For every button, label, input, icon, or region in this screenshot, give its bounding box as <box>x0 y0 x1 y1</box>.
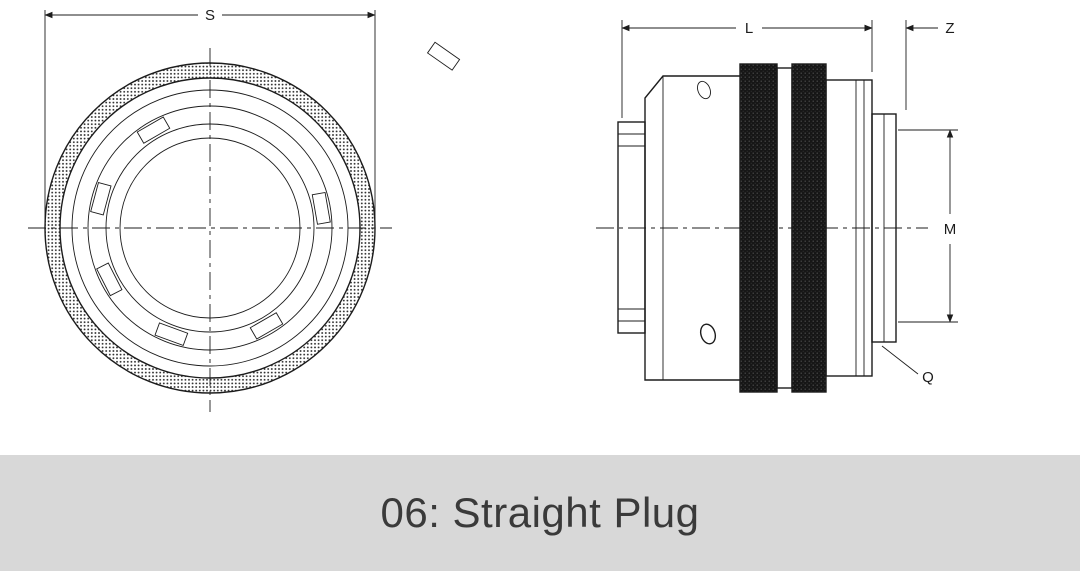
leader-q-line <box>881 345 919 375</box>
front-knurl-inner-circle <box>59 77 361 379</box>
front-view: S <box>28 7 461 412</box>
rear-accessory-block <box>617 121 646 334</box>
dimension-z: Z <box>848 20 955 110</box>
caption-band: 06: Straight Plug <box>0 455 1080 571</box>
caption-text: 06: Straight Plug <box>380 489 700 536</box>
dim-z-label: Z <box>945 20 954 37</box>
front-circle-shell-outer <box>87 105 333 351</box>
shell-body-outline <box>644 75 743 381</box>
dim-l-label: L <box>745 20 753 37</box>
bayonet-lug <box>426 41 461 71</box>
front-interface <box>871 113 897 343</box>
dimension-s: S <box>44 7 376 222</box>
leader-q-label: Q <box>922 369 934 386</box>
bayonet-lug <box>311 191 331 225</box>
safety-wire-hole-top <box>697 80 711 100</box>
side-view: L Z M Q <box>596 20 958 393</box>
front-circle-coupling <box>71 89 349 367</box>
leader-q: Q <box>881 345 934 386</box>
bayonet-lug <box>136 116 171 144</box>
coupling-rings <box>739 63 827 393</box>
front-knurl-ring <box>45 63 375 393</box>
knurled-ring-rear <box>739 63 778 393</box>
front-bayonet-lugs <box>90 41 461 347</box>
bayonet-lug <box>90 182 112 216</box>
front-outer-circle <box>44 62 376 394</box>
dim-m-label: M <box>944 221 957 238</box>
shell-body <box>644 75 743 381</box>
technical-drawing: S <box>28 7 958 412</box>
front-circle-shell-inner <box>105 123 315 333</box>
safety-wire-hole-bottom <box>699 323 717 345</box>
rear-block-outline <box>617 121 646 334</box>
bayonet-lug <box>154 322 189 347</box>
bayonet-lug <box>96 262 123 297</box>
dimension-m: M <box>898 129 958 323</box>
knurled-ring-front <box>791 63 827 393</box>
bayonet-lug <box>249 312 284 340</box>
front-circle-bore <box>119 137 301 319</box>
dim-s-label: S <box>205 7 215 24</box>
